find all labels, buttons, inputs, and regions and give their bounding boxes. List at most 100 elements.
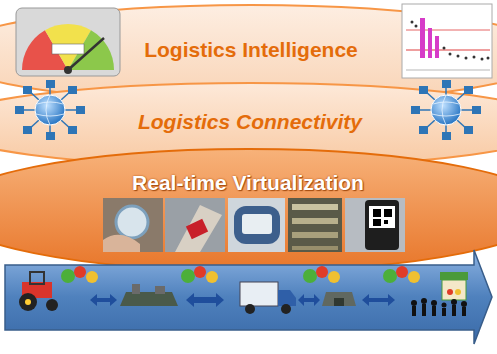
people-icon	[422, 304, 426, 316]
gauge-icon	[68, 38, 104, 70]
chart-icon	[435, 36, 439, 58]
chart-icon	[420, 18, 425, 58]
double-arrow	[362, 294, 395, 306]
photo-strip	[292, 218, 338, 224]
produce-icon	[194, 266, 206, 278]
photo-strip	[345, 198, 405, 252]
network-globe-icon	[20, 109, 50, 111]
band-ellipse	[0, 149, 497, 271]
photo-strip	[369, 206, 395, 228]
network-globe-icon	[50, 110, 72, 130]
photo-strip	[165, 198, 225, 252]
band-ellipse	[0, 148, 497, 272]
network-globe-icon	[76, 106, 85, 114]
chart-icon	[428, 28, 432, 58]
chart-icon	[487, 57, 490, 60]
photo-strip	[384, 220, 388, 224]
network-globe-icon	[431, 95, 461, 125]
network-globe-icon	[419, 126, 428, 134]
network-globe-icon	[49, 84, 51, 110]
network-globe-icon	[36, 95, 64, 125]
factory-icon	[132, 284, 140, 294]
produce-icon	[328, 271, 340, 283]
photo-strip	[242, 214, 272, 234]
photo-strip	[365, 200, 399, 250]
warehouse-icon	[322, 292, 356, 306]
photo-strip	[116, 206, 148, 238]
people-icon	[442, 308, 446, 316]
photo-strip	[292, 232, 338, 238]
people-icon	[421, 298, 427, 304]
gauge-icon	[16, 8, 120, 76]
photo-strip	[175, 205, 222, 252]
band-label: Real-time Virtualization	[0, 171, 497, 195]
network-globe-icon	[50, 90, 72, 110]
factory-icon	[120, 284, 178, 306]
gauge-icon	[52, 44, 84, 54]
market-icon	[442, 280, 466, 300]
network-globe-icon	[68, 86, 77, 94]
band-label: Logistics Intelligence	[0, 38, 497, 62]
people-icon	[462, 307, 466, 316]
network-globe-icon	[464, 86, 473, 94]
chart-icon	[473, 56, 476, 59]
factory-icon	[120, 292, 178, 306]
network-globe-icon	[446, 110, 468, 130]
network-globe-icon	[35, 95, 65, 125]
photo-strip	[228, 198, 285, 252]
tractor-icon	[19, 293, 37, 311]
photo-strip	[103, 235, 140, 252]
produce-icon	[61, 269, 75, 283]
photo-strip	[384, 209, 392, 217]
photo-strip	[292, 204, 338, 210]
network-globe-icon	[46, 80, 55, 88]
photo-strip	[373, 209, 381, 217]
network-globe-icon	[23, 126, 32, 134]
market-icon	[447, 289, 453, 295]
people-icon	[432, 306, 436, 316]
photo-strip	[103, 198, 405, 252]
network-globe-icon	[28, 110, 50, 130]
tractor-icon	[30, 272, 44, 284]
gauge-icon	[22, 30, 68, 70]
network-globe-icon	[442, 132, 451, 140]
people-icon	[452, 305, 456, 316]
people-icon	[431, 300, 437, 306]
people-icon	[411, 300, 417, 306]
double-arrow	[186, 293, 224, 307]
network-globe-icon	[442, 80, 451, 88]
network-globe-icon	[15, 106, 24, 114]
network-globe-icon	[411, 106, 420, 114]
chart-icon	[402, 4, 492, 78]
chart-icon	[457, 55, 460, 58]
photo-strip	[292, 246, 338, 250]
network-globe-icon	[445, 110, 447, 136]
warehouse-icon	[322, 292, 356, 306]
chart-icon	[406, 30, 490, 31]
chart-icon	[481, 58, 484, 61]
network-globe-icon	[411, 80, 481, 140]
supply-chain-arrow	[5, 250, 492, 344]
truck-icon	[240, 282, 278, 306]
double-arrow	[90, 293, 395, 307]
photo-strip	[234, 206, 280, 244]
gauge-icon	[64, 66, 72, 74]
network-globe-icon	[15, 80, 85, 140]
people-icon	[461, 301, 467, 307]
network-globe-icon	[49, 110, 51, 136]
tractor-icon	[46, 299, 58, 311]
produce-icon	[61, 266, 420, 283]
network-globe-icon	[50, 109, 80, 111]
people-icon	[451, 299, 457, 305]
people-icon	[412, 306, 416, 316]
network-globe-icon	[419, 86, 428, 94]
factory-icon	[155, 286, 165, 294]
network-globe-icon	[46, 132, 55, 140]
truck-icon	[281, 304, 291, 314]
chart-icon	[406, 49, 490, 50]
photo-strip	[288, 198, 342, 252]
produce-icon	[74, 266, 86, 278]
produce-icon	[316, 266, 328, 278]
market-icon	[440, 272, 468, 280]
